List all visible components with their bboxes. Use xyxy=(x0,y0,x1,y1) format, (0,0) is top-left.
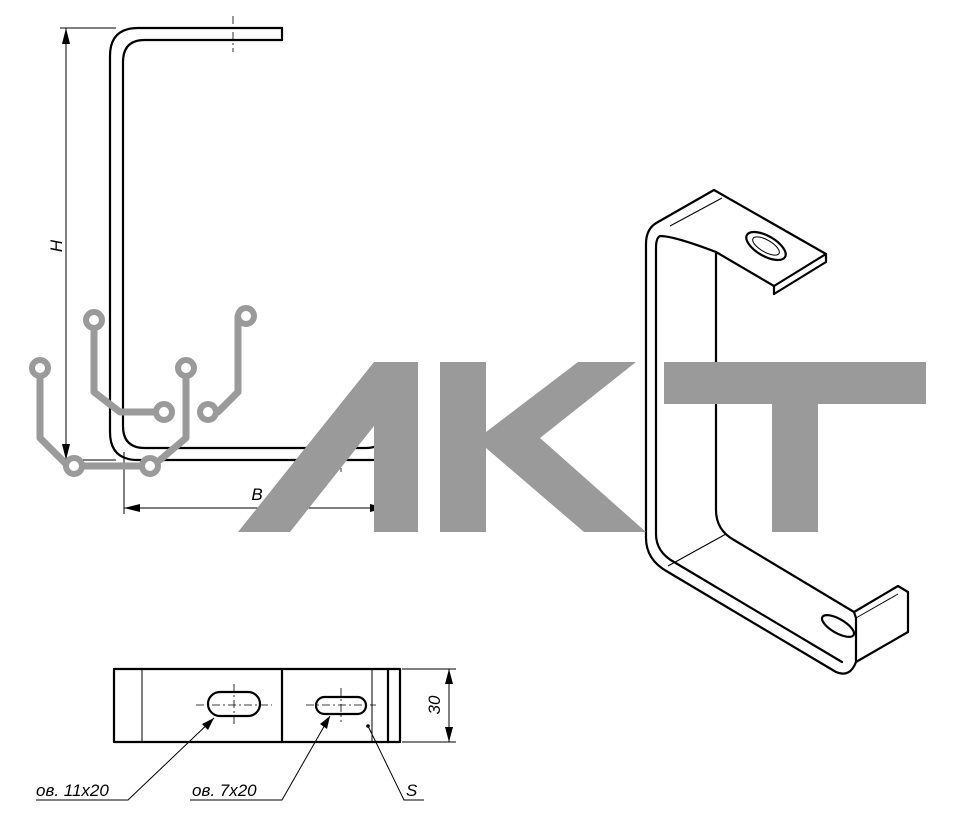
h-arrow-top xyxy=(62,28,70,44)
callout-slot-large: ов. 11x20 xyxy=(36,781,109,800)
iso-top-slot xyxy=(745,230,787,262)
strip-width-label: 30 xyxy=(425,695,444,714)
height-label: H xyxy=(47,239,66,252)
iso-bottom-lip xyxy=(852,584,910,664)
isometric-view xyxy=(644,188,910,675)
leader-thickness-dot xyxy=(366,724,370,728)
leader-slot-small-arrow xyxy=(320,716,330,729)
circuit-logo-icon xyxy=(29,305,257,477)
b-arrow-left xyxy=(124,504,140,512)
leader-slot-small xyxy=(190,715,331,801)
strip-outline xyxy=(112,667,402,744)
iso-web-inner xyxy=(654,234,844,664)
h-arrow-bottom xyxy=(62,444,70,460)
dim30-arrow-top xyxy=(445,669,453,684)
iso-inner-bottom-edge xyxy=(714,508,856,614)
iso-bottom-bend-line xyxy=(667,533,727,567)
width-label: B xyxy=(251,485,262,504)
iso-top-bend-line xyxy=(669,197,723,227)
plan-view: 30 ов. 11x20 ов. 7x20 S xyxy=(36,667,456,801)
iso-web-outer xyxy=(644,220,858,675)
iso-top-slot-inner xyxy=(752,236,780,256)
watermark-logotype xyxy=(238,362,926,532)
leader-thickness xyxy=(367,725,424,801)
dim30-arrow-bottom xyxy=(445,727,453,742)
iso-top-flange-edge-3 xyxy=(772,260,828,296)
iso-bottom-slot xyxy=(820,614,856,638)
slot-small xyxy=(314,695,368,716)
callout-thickness: S xyxy=(406,781,418,800)
iso-top-flange xyxy=(656,188,828,288)
iso-lip-bend-line xyxy=(855,593,899,619)
leader-slot-large xyxy=(36,717,215,801)
watermark xyxy=(29,305,926,532)
callout-slot-small: ов. 7x20 xyxy=(192,781,257,800)
leader-slot-large-arrow xyxy=(202,718,214,730)
